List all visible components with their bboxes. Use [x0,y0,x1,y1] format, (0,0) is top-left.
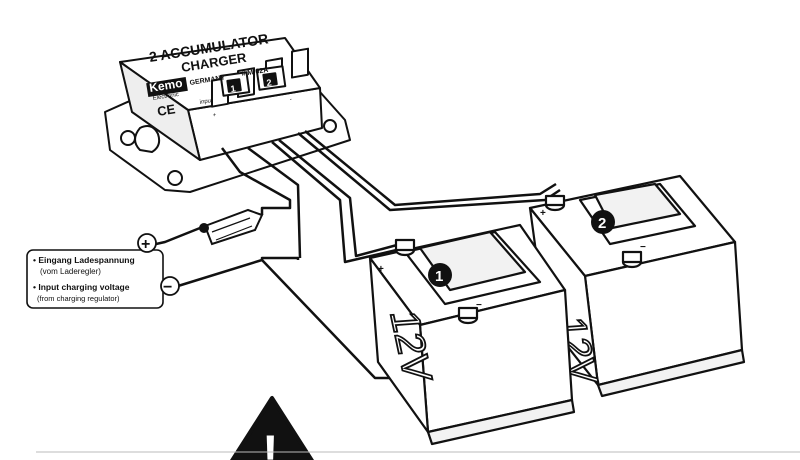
input-text-en: • Input charging voltage [33,282,130,292]
input-info-box: • Eingang Ladespannung (vom Laderegler) … [26,233,180,309]
input-text-de: • Eingang Ladespannung [33,255,135,265]
input-text-en-sub: (from charging regulator) [37,294,120,303]
battery-2-minus: − [640,242,646,253]
wire-input-positive [221,147,292,215]
plus-symbol: + [141,236,150,253]
warning-triangle-icon [230,396,314,460]
battery-1 [368,223,576,446]
battery-1-badge [428,263,452,287]
terminal-minus-mark: - [289,97,292,103]
input-label: input [199,98,213,106]
battery-1-plus: + [378,264,384,275]
wire-battery1-positive [271,141,406,264]
minus-terminal-icon [160,276,180,296]
battery-2-number: 2 [598,215,606,232]
terminal-plus-mark: + [212,112,217,119]
battery-2-badge [591,210,615,234]
warning-sign: ! [230,396,314,460]
brand-subtitle: Electronic [152,92,179,102]
brand-name: Kemo [148,76,183,95]
wire-input-negative [177,256,300,288]
battery-1-minus: − [476,300,482,311]
battery-1-number: 1 [435,268,443,285]
battery-2-plus: + [540,208,546,219]
input-text-de-sub: (vom Laderegler) [40,267,101,276]
channel-1-label: 1 [230,83,236,94]
ce-mark: CE [156,101,177,119]
channel-2-label: 2 [266,77,272,88]
model-label: # M-02A [241,67,269,78]
minus-symbol: − [163,279,172,296]
inline-fuse [199,208,264,246]
brand-badge [146,76,188,98]
plus-terminal-icon [137,233,157,253]
warning-exclamation: ! [262,425,279,460]
